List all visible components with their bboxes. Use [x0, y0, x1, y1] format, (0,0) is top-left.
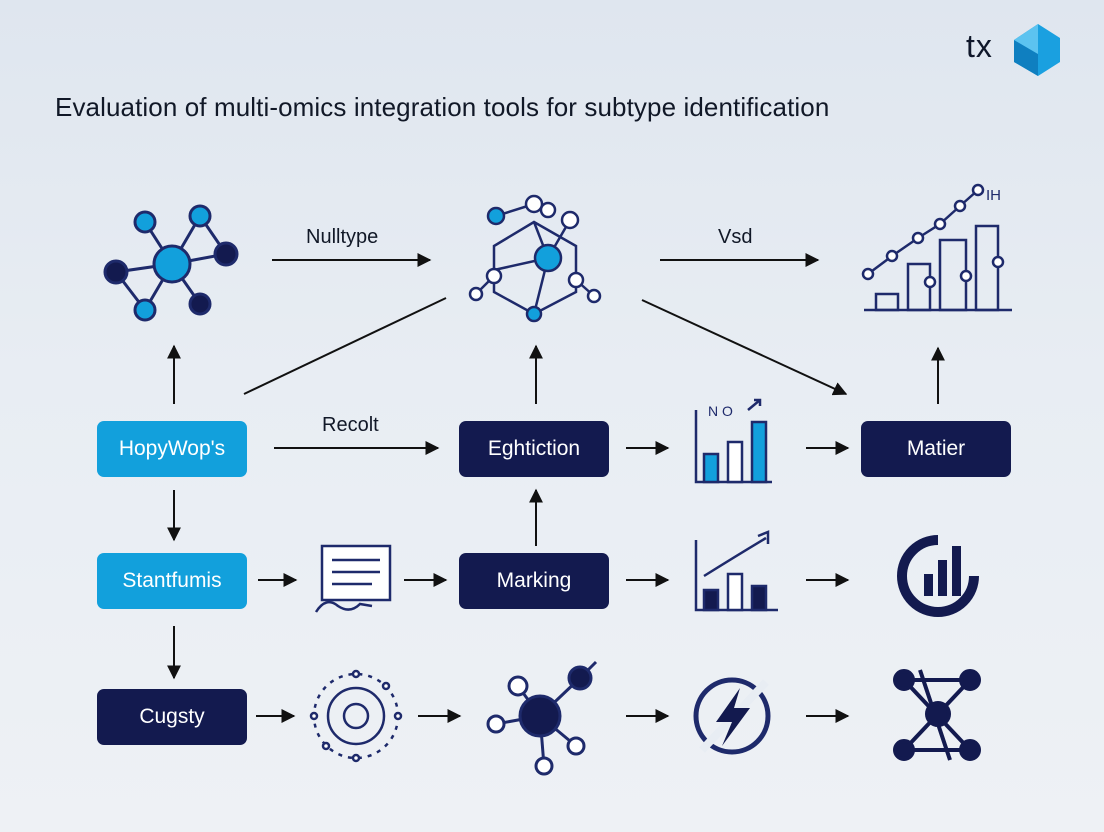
brand-text: tx — [966, 28, 993, 64]
line-bar-chart-icon — [861, 183, 1012, 312]
edge-label-recolt: Recolt — [322, 414, 379, 436]
node-matier[interactable]: Matier — [861, 421, 1011, 477]
cross-network-icon — [893, 669, 981, 761]
bar-chart-icon — [694, 398, 772, 484]
molecule-network-icon — [103, 204, 239, 322]
lightning-circle-icon — [693, 677, 771, 755]
gauge-chart-icon — [897, 535, 979, 617]
arrow — [641, 299, 848, 396]
title: Evaluation of multi-omics integration to… — [55, 92, 830, 122]
connector-line — [243, 297, 447, 395]
edge-label-nulltype: Nulltype — [306, 226, 379, 248]
node-eghtiction[interactable]: Eghtiction — [459, 421, 609, 477]
hexagon-network-icon — [468, 194, 602, 323]
node-cugsty[interactable]: Cugsty — [97, 689, 247, 745]
node-marking[interactable]: Marking — [459, 553, 609, 609]
chart-corner-label: IH — [986, 187, 1001, 204]
cluster-ring-icon — [309, 669, 403, 763]
arrows — [167, 253, 945, 723]
document-icon — [314, 544, 392, 613]
node-hopywops[interactable]: HopyWop's — [97, 421, 247, 477]
node-stantfumis[interactable]: Stantfumis — [97, 553, 247, 609]
hub-network-icon — [486, 660, 598, 776]
edge-label-vsd: Vsd — [718, 226, 753, 248]
growth-chart-icon — [694, 530, 778, 612]
brand-logo-icon — [1014, 24, 1060, 76]
chart-corner-label: N O — [708, 403, 733, 419]
